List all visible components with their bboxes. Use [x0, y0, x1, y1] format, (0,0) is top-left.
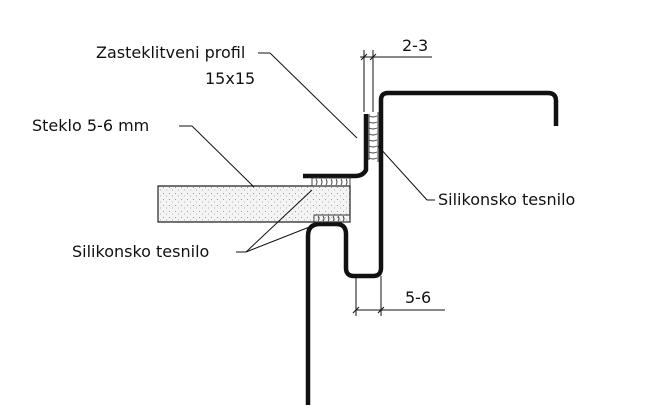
- leader-sealant-right: [377, 145, 435, 201]
- glass-pane: [157, 185, 351, 223]
- sealant-left-label: Silikonsko tesnilo: [72, 242, 209, 261]
- sealant-top: [311, 177, 351, 187]
- leader-glass: [179, 125, 255, 188]
- profile-label-line2: 15x15: [205, 69, 255, 88]
- sealant-vertical: [368, 112, 379, 162]
- dimension-bottom-label: 5-6: [405, 288, 431, 307]
- profile-label-line1: Zasteklitveni profil: [96, 43, 245, 62]
- dimension-bottom: [352, 276, 445, 316]
- leader-sealant-left: [236, 189, 313, 253]
- glass-label: Steklo 5-6 mm: [32, 116, 149, 135]
- leader-profile: [258, 52, 358, 139]
- frame-profile: [305, 90, 559, 405]
- dimension-top: [360, 50, 432, 112]
- dimension-top-label: 2-3: [402, 36, 428, 55]
- sealant-bottom: [313, 214, 351, 223]
- sealant-right-label: Silikonsko tesnilo: [438, 190, 575, 209]
- glazing-bead-profile: [303, 114, 369, 179]
